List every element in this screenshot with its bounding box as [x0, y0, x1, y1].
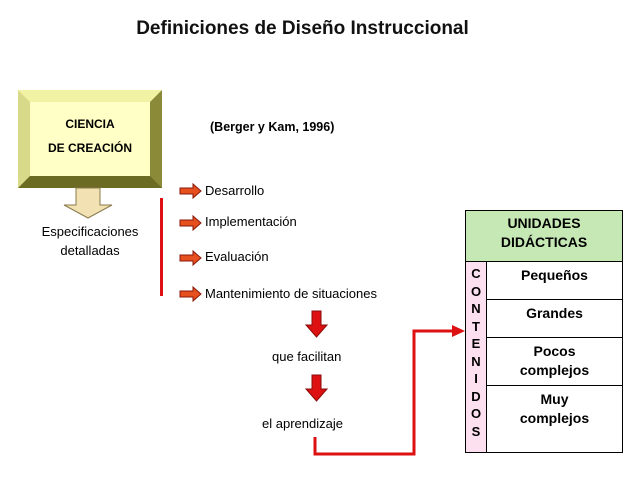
vertical-letter: O	[470, 283, 482, 299]
row-line-2: complejos	[519, 410, 590, 427]
diagram-title: Definiciones de Diseño Instruccional	[136, 18, 469, 39]
row-line-2: complejos	[519, 362, 590, 379]
units-table: UNIDADES DIDÁCTICAS C O N T E N I D O S …	[465, 209, 623, 453]
specifications-line-1: Especificaciones	[41, 224, 139, 239]
vertical-letter: S	[471, 423, 481, 439]
row-line-1: Grandes	[526, 305, 583, 322]
connector-to-table	[313, 329, 455, 456]
flow-text-facilitan: que facilitan	[272, 349, 342, 364]
step-evaluacion: Evaluación	[205, 249, 269, 264]
specifications-label: Especificaciones detalladas	[20, 222, 160, 260]
vertical-letter: E	[471, 336, 481, 352]
row-line-1: Pequeños	[521, 267, 588, 284]
contenidos-vertical-label: C O N T E N I D O S	[465, 261, 487, 453]
flow-text-aprendizaje: el aprendizaje	[262, 416, 343, 431]
box-line-2: DE CREACIÓN	[47, 141, 132, 155]
vertical-letter: T	[472, 318, 480, 334]
table-row: Pequeños	[486, 261, 623, 301]
specifications-line-2: detalladas	[60, 243, 120, 258]
connector-arrowhead	[452, 325, 465, 337]
table-row: Pocos complejos	[486, 337, 623, 387]
units-header-line-2: DIDÁCTICAS	[500, 234, 588, 250]
citation: (Berger y Kam, 1996)	[210, 120, 335, 134]
down-arrow-2	[304, 374, 329, 402]
down-arrow-1	[304, 310, 329, 338]
row-line-1: Pocos	[533, 343, 576, 360]
units-header-line-1: UNIDADES	[507, 215, 581, 231]
arrow-mantenimiento	[179, 285, 202, 303]
table-row: Grandes	[486, 299, 623, 339]
vertical-letter: C	[471, 266, 481, 282]
red-bracket-line	[160, 198, 163, 296]
vertical-letter: N	[471, 353, 481, 369]
ciencia-box: CIENCIA DE CREACIÓN	[18, 90, 162, 188]
step-implementacion: Implementación	[205, 214, 297, 229]
step-mantenimiento: Mantenimiento de situaciones	[205, 286, 377, 301]
vertical-letter: D	[471, 388, 481, 404]
step-desarrollo: Desarrollo	[205, 183, 265, 198]
units-header: UNIDADES DIDÁCTICAS	[465, 209, 623, 263]
vertical-letter: N	[471, 301, 481, 317]
box-line-1: CIENCIA	[65, 117, 115, 131]
row-line-1: Muy	[540, 391, 569, 408]
vertical-letter: O	[470, 406, 482, 422]
vertical-letter: I	[474, 371, 478, 387]
table-row: Muy complejos	[486, 385, 623, 453]
box-down-arrow	[63, 187, 113, 219]
arrow-evaluacion	[179, 249, 202, 267]
arrow-implementacion	[179, 214, 202, 232]
arrow-desarrollo	[179, 182, 202, 200]
